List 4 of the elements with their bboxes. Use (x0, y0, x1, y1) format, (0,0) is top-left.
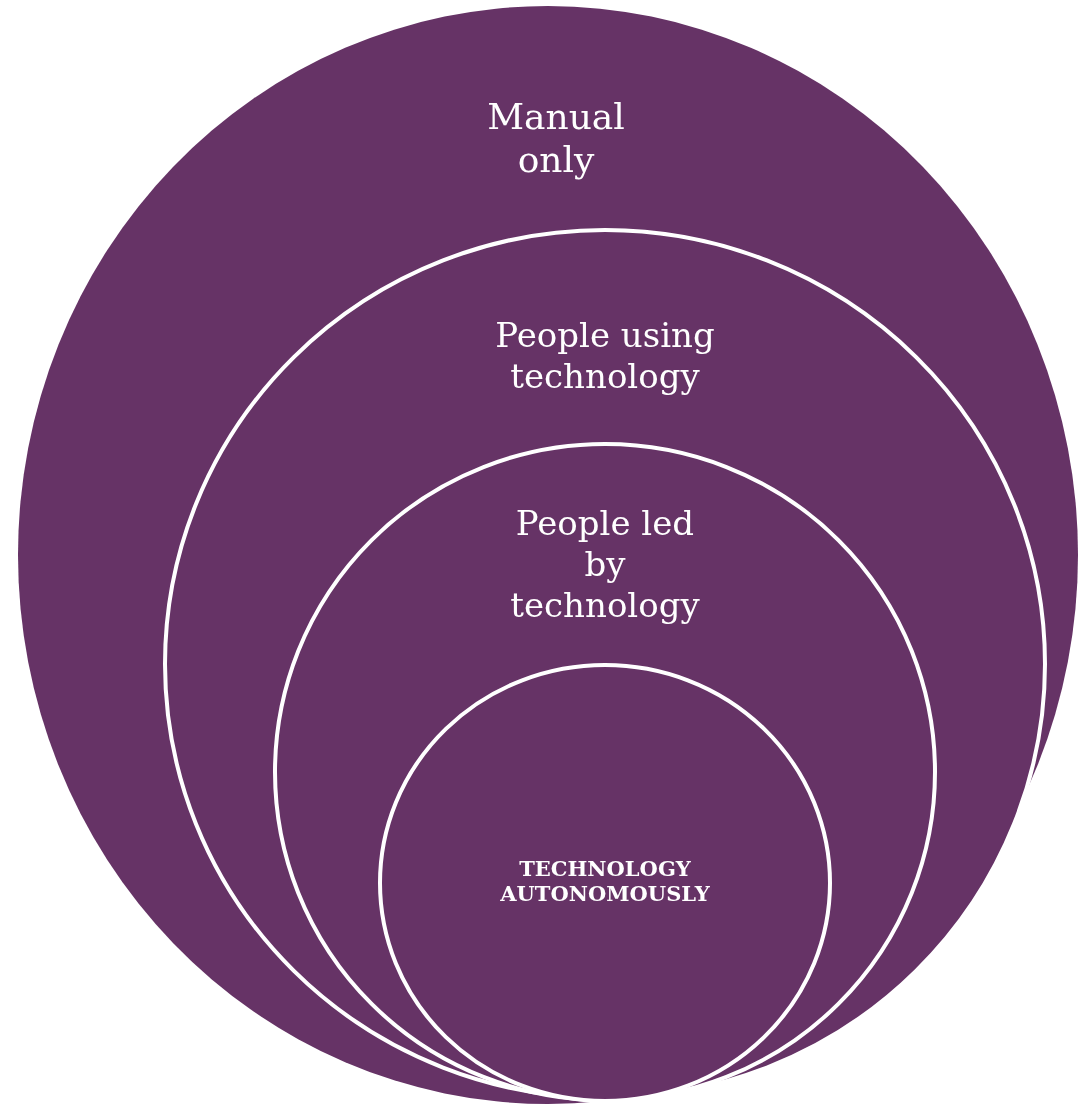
circle-label: People led by technology (509, 503, 701, 626)
circle-label: TECHNOLOGY AUTONOMOUSLY (499, 856, 711, 907)
circle-label: Manual only (486, 95, 626, 182)
circle-label: People using technology (494, 315, 716, 397)
